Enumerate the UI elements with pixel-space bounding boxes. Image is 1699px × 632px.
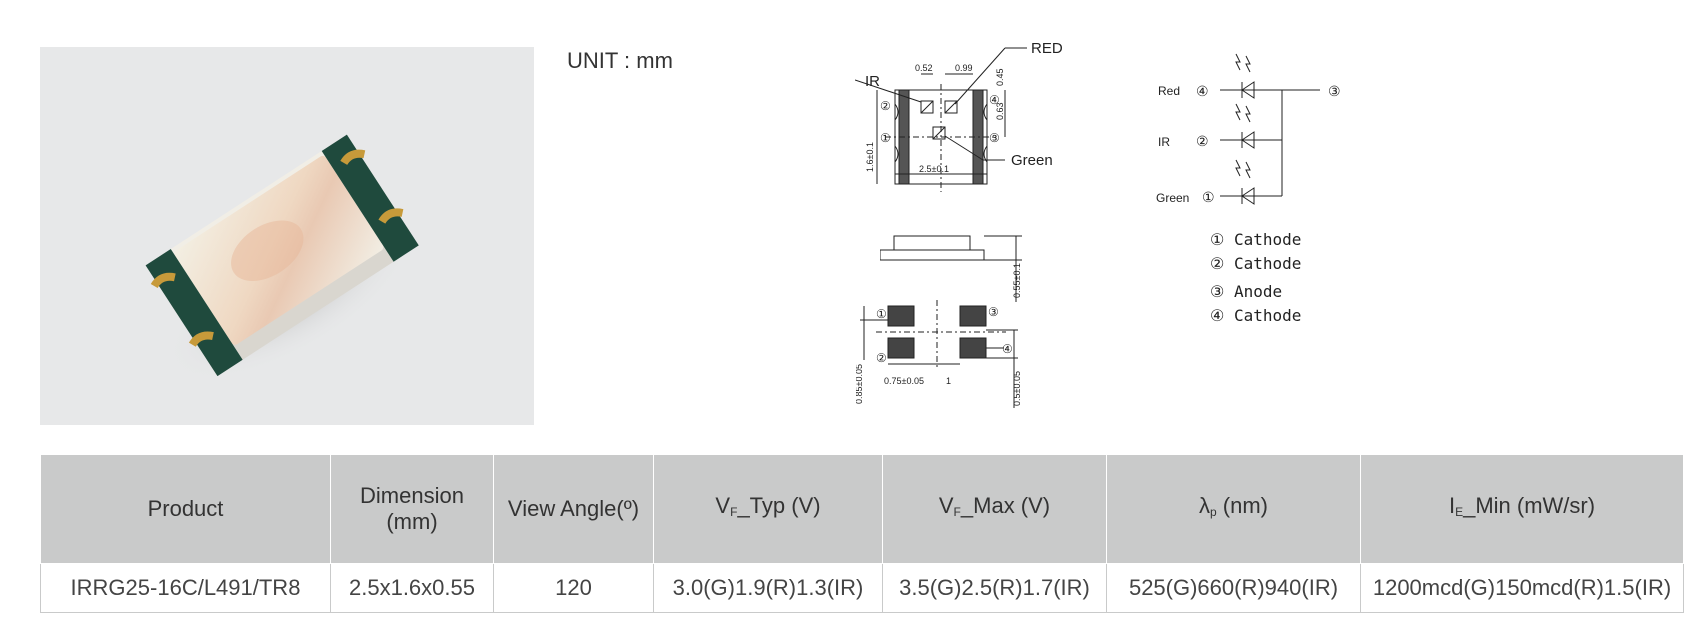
header-dimension-line2: (mm) xyxy=(386,509,438,534)
lambda-symbol: λ xyxy=(1198,493,1210,518)
header-view-angle: View Angle(º) xyxy=(493,454,654,564)
header-dimension: Dimension (mm) xyxy=(330,454,494,564)
header-vf-typ: VF_Typ (V) xyxy=(653,454,883,564)
product-photo xyxy=(40,47,534,425)
cell-ie-min: 1200mcd(G)150mcd(R)1.5(IR) xyxy=(1360,563,1684,613)
lambda-sub: p xyxy=(1209,505,1217,519)
schematic-pin-2: ② xyxy=(1196,133,1209,149)
dim-1: 1 xyxy=(946,376,951,386)
ie-sub: E xyxy=(1455,505,1464,519)
top-view-drawing: 0.52 0.99 0.45 0.63 1.6±0.1 2.5±0.1 IR R… xyxy=(855,40,1063,192)
bottom-pin-2: ② xyxy=(876,351,887,365)
dim-0-45: 0.45 xyxy=(995,68,1005,86)
schematic-pin-1: ① xyxy=(1202,189,1215,205)
label-red: RED xyxy=(1031,40,1063,57)
dim-width: 2.5±0.1 xyxy=(919,164,949,174)
ie-symbol: I xyxy=(1448,493,1456,518)
legend-pin-4: ④ Cathode xyxy=(1210,306,1302,325)
legend-pin-1: ① Cathode xyxy=(1210,230,1302,249)
vf-typ-text: _Typ (V) xyxy=(737,493,821,518)
header-lambda: λp (nm) xyxy=(1106,454,1361,564)
schematic-green-label: Green xyxy=(1156,191,1189,205)
pin-legend: ① Cathode ② Cathode ③ Anode ④ Cathode xyxy=(1210,228,1301,328)
label-green: Green xyxy=(1011,152,1053,169)
vf-max-sub: F xyxy=(953,505,961,519)
cell-dimension: 2.5x1.6x0.55 xyxy=(330,563,494,613)
dim-0-85: 0.85±0.05 xyxy=(856,364,864,404)
cell-vf-max: 3.5(G)2.5(R)1.7(IR) xyxy=(882,563,1107,613)
schematic-pin-4: ④ xyxy=(1196,83,1209,99)
spec-table: Product Dimension (mm) View Angle(º) VF_… xyxy=(40,454,1684,613)
pin-1-mark: ① xyxy=(880,131,891,145)
bottom-pin-1: ① xyxy=(876,307,887,321)
header-product: Product xyxy=(40,454,331,564)
vf-typ-symbol: V xyxy=(715,493,731,518)
cell-vf-typ: 3.0(G)1.9(R)1.3(IR) xyxy=(653,563,883,613)
label-ir: IR xyxy=(865,73,880,90)
vf-max-text: _Max (V) xyxy=(960,493,1051,518)
dim-0-52: 0.52 xyxy=(915,63,933,73)
dim-0-63: 0.63 xyxy=(995,102,1005,120)
dim-0-75: 0.75±0.05 xyxy=(884,376,924,386)
ie-text: _Min (mW/sr) xyxy=(1463,493,1596,518)
dim-0-99: 0.99 xyxy=(955,63,973,73)
unit-label: UNIT : mm xyxy=(567,48,673,73)
cell-product: IRRG25-16C/L491/TR8 xyxy=(40,563,331,613)
lambda-text: (nm) xyxy=(1216,493,1268,518)
dim-0-5: 0.5±0.05 xyxy=(1012,371,1022,406)
bottom-pin-3: ③ xyxy=(988,305,999,319)
header-ie-min: IE_Min (mW/sr) xyxy=(1360,454,1684,564)
schematic-red-label: Red xyxy=(1158,84,1180,98)
pin-3-mark: ③ xyxy=(989,131,1000,145)
dim-height: 1.6±0.1 xyxy=(865,142,875,172)
header-dimension-line1: Dimension xyxy=(360,483,464,508)
cell-view-angle: 120 xyxy=(493,563,654,613)
circuit-schematic: Red ④ IR ② Green ① ③ xyxy=(1156,53,1341,205)
legend-pin-3: ③ Anode xyxy=(1210,282,1283,301)
bottom-view-drawing: ① ③ ② ④ 0.85±0.05 0.75±0.05 1 0.5±0.05 xyxy=(856,300,1022,408)
table-row: IRRG25-16C/L491/TR8 2.5x1.6x0.55 120 3.0… xyxy=(40,563,1684,613)
schematic-ir-label: IR xyxy=(1158,135,1170,149)
schematic-pin-3: ③ xyxy=(1328,83,1341,99)
table-header-row: Product Dimension (mm) View Angle(º) VF_… xyxy=(40,454,1684,564)
side-view-drawing: 0.55±0.1 xyxy=(880,235,1022,302)
header-vf-max: VF_Max (V) xyxy=(882,454,1107,564)
vf-typ-sub: F xyxy=(730,505,738,519)
cell-lambda: 525(G)660(R)940(IR) xyxy=(1106,563,1361,613)
pin-2-mark: ② xyxy=(880,99,891,113)
dim-thickness: 0.55±0.1 xyxy=(1012,263,1022,298)
vf-max-symbol: V xyxy=(938,493,954,518)
legend-pin-2: ② Cathode xyxy=(1210,254,1302,273)
bottom-pin-4: ④ xyxy=(1002,342,1013,356)
led-package-image xyxy=(145,134,419,382)
pin-4-mark: ④ xyxy=(989,93,1000,107)
